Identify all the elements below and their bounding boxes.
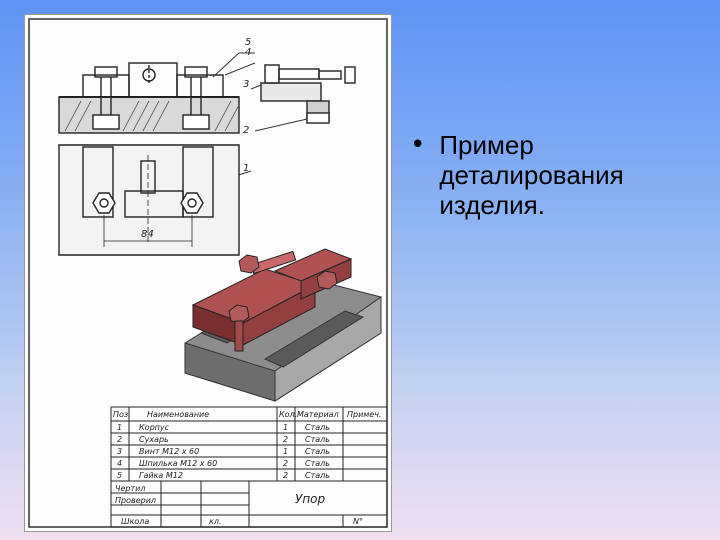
row4-pos: 4 [117, 459, 122, 468]
row3-name: Винт М12 х 60 [139, 447, 199, 456]
jaw-right [176, 74, 224, 98]
header-material: Материал [297, 410, 339, 419]
row2-material: Сталь [305, 435, 330, 444]
callout-3: 3 [243, 79, 249, 90]
callout-2: 2 [243, 125, 249, 136]
base-plate-section [58, 96, 240, 134]
row3-pos: 3 [117, 447, 122, 456]
row5-material: Сталь [305, 471, 330, 480]
front-view [58, 62, 240, 134]
callout-5: 5 [245, 37, 251, 48]
row1-name: Корпус [139, 423, 170, 432]
header-qty: Кол. [279, 410, 297, 419]
callout-4: 4 [245, 47, 251, 58]
row5-qty: 2 [283, 471, 288, 480]
hatching [64, 100, 240, 132]
row2-pos: 2 [117, 435, 122, 444]
dimension-label: 84 [141, 229, 154, 240]
school-label: Школа [121, 517, 149, 526]
header-pos: Поз. [113, 410, 131, 419]
class-label: кл. [209, 517, 222, 526]
row1-material: Сталь [305, 423, 330, 432]
header-note: Примеч. [347, 410, 382, 419]
row1-qty: 1 [283, 423, 288, 432]
row5-pos: 5 [117, 471, 122, 480]
technical-drawing: 5 4 3 2 1 84 [28, 18, 388, 528]
drawing-title: Упор [295, 492, 326, 506]
row1-pos: 1 [117, 423, 122, 432]
callout-1: 1 [243, 163, 249, 174]
row4-qty: 2 [283, 459, 288, 468]
bullet-list: • Пример деталирования изделия. [410, 130, 710, 220]
drawing-sheet: 5 4 3 2 1 84 [24, 14, 392, 532]
spec-table [110, 406, 388, 528]
header-name: Наименование [147, 410, 209, 419]
side-view [260, 64, 356, 124]
isometric-view [184, 248, 382, 402]
plan-view [58, 144, 240, 256]
number-label: N° [353, 517, 363, 526]
row4-material: Сталь [305, 459, 330, 468]
bullet-item: • Пример деталирования изделия. [410, 130, 710, 220]
drew-label: Чертил [115, 484, 145, 493]
row3-qty: 1 [283, 447, 288, 456]
bullet-marker: • [410, 130, 426, 160]
row5-name: Гайка М12 [139, 471, 183, 480]
jaw-left [82, 74, 130, 98]
row2-qty: 2 [283, 435, 288, 444]
bullet-text: Пример деталирования изделия. [439, 130, 624, 220]
row3-material: Сталь [305, 447, 330, 456]
row4-name: Шпилька М12 х 60 [139, 459, 217, 468]
checked-label: Проверил [115, 496, 156, 505]
row2-name: Сухарь [139, 435, 169, 444]
